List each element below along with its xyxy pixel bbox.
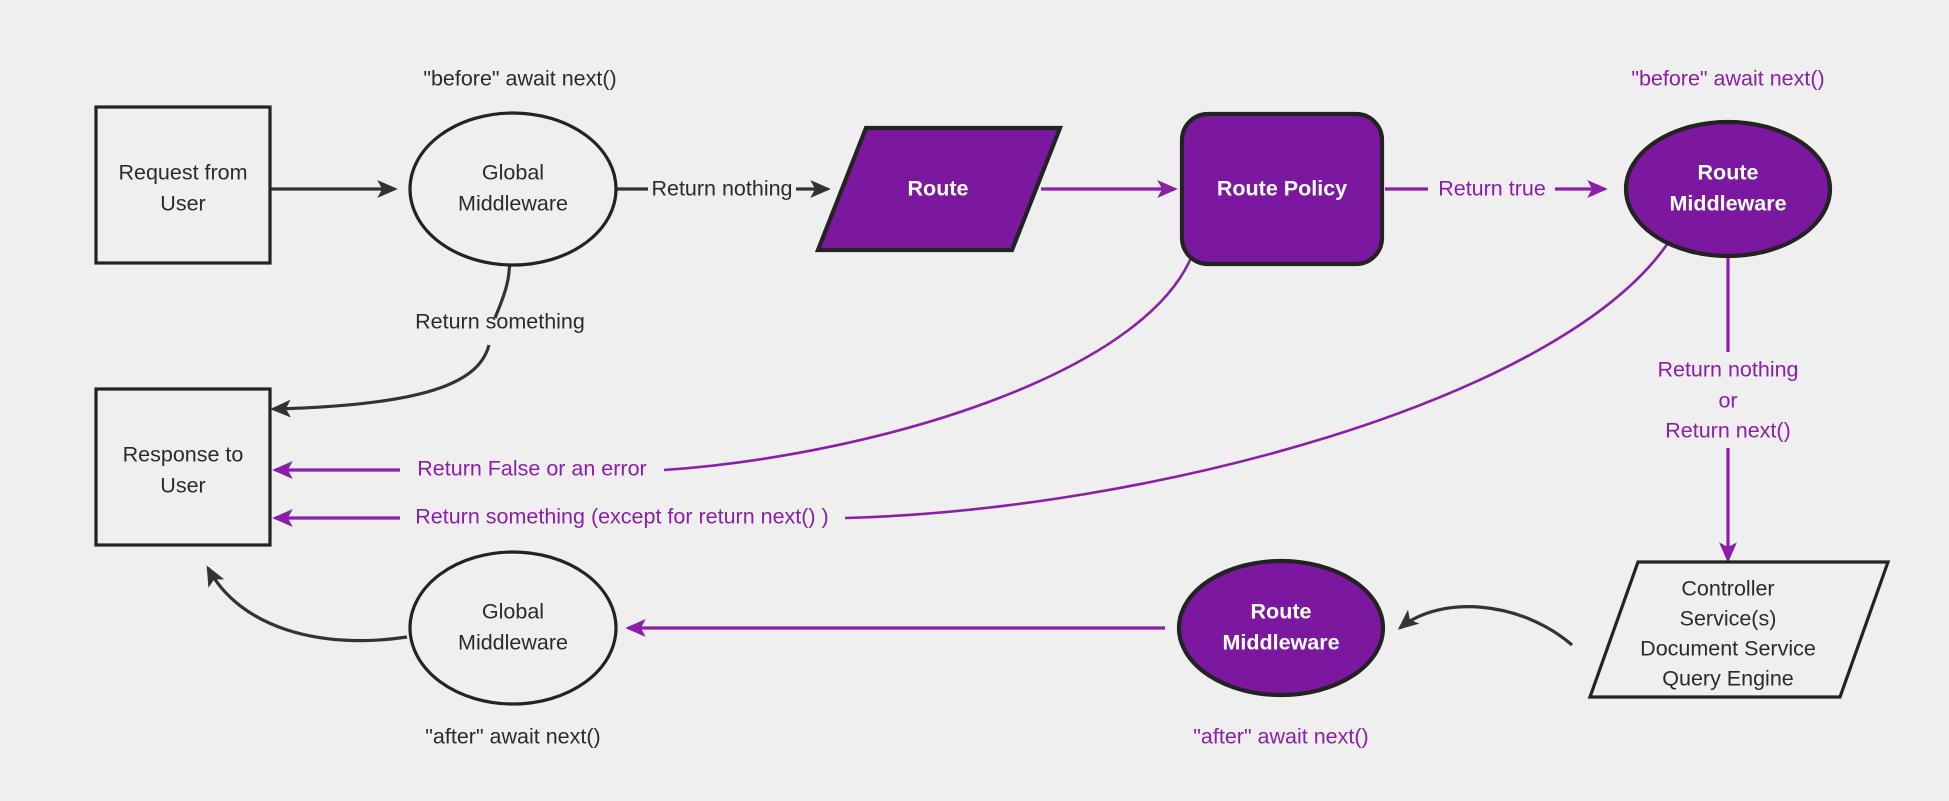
node-global-middleware-bottom-line1: Global <box>482 600 544 624</box>
node-controller-line4: Query Engine <box>1662 667 1793 691</box>
edge-label-return-nothing-or-next-line3: Return next() <box>1665 419 1790 443</box>
node-controller-line3: Document Service <box>1640 637 1816 661</box>
edge-label-return-nothing-or-next-line2: or <box>1718 389 1737 413</box>
node-route-middleware-bottom-line2: Middleware <box>1222 631 1339 655</box>
edge-global-middleware-return-something-lower <box>270 344 491 418</box>
edge-label-return-true: Return true <box>1438 177 1546 201</box>
node-route-policy-label: Route Policy <box>1217 177 1347 201</box>
node-global-middleware-bottom-line2: Middleware <box>458 631 568 655</box>
label-backdrop-return-false <box>400 456 664 484</box>
node-route-middleware-bottom-line1: Route <box>1251 600 1312 624</box>
label-backdrop-return-something-except <box>400 504 845 532</box>
annotation-after-route-middleware: "after" await next() <box>1193 725 1368 749</box>
node-route-policy[interactable]: Route Policy <box>1179 111 1385 267</box>
node-route-middleware-bottom[interactable]: Route Middleware <box>1176 558 1386 698</box>
annotation-before-route-middleware: "before" await next() <box>1631 67 1824 91</box>
edge-global-middleware-bottom-to-response <box>206 565 408 643</box>
edge-label-return-false-or-error: Return False or an error <box>417 457 646 481</box>
node-global-middleware-top[interactable]: Global Middleware <box>408 111 618 267</box>
edge-controller-to-route-middleware-bottom <box>1397 605 1574 647</box>
node-request-from-user[interactable]: Request from User <box>94 105 272 265</box>
node-route-middleware-top-line1: Route <box>1698 161 1759 185</box>
node-request-line1: Request from <box>118 161 247 185</box>
edge-route-middleware-to-response-curve <box>844 242 1670 520</box>
node-route[interactable]: Route <box>814 125 1064 253</box>
node-response-line2: User <box>160 474 205 498</box>
edge-label-return-something: Return something <box>415 310 585 334</box>
node-global-middleware-bottom[interactable]: Global Middleware <box>408 550 618 706</box>
node-global-middleware-top-line2: Middleware <box>458 192 568 216</box>
node-request-line2: User <box>160 192 205 216</box>
node-route-middleware-top-line2: Middleware <box>1669 192 1786 216</box>
edge-route-policy-to-response-curve <box>663 243 1198 472</box>
node-controller-line2: Service(s) <box>1680 607 1777 631</box>
annotation-before-global-middleware: "before" await next() <box>423 67 616 91</box>
node-controller-line1: Controller <box>1681 577 1774 601</box>
node-route-middleware-top[interactable]: Route Middleware <box>1623 119 1833 259</box>
node-response-line1: Response to <box>123 443 244 467</box>
node-global-middleware-top-line1: Global <box>482 161 544 185</box>
edge-label-return-something-except: Return something (except for return next… <box>415 505 828 529</box>
edge-label-return-nothing: Return nothing <box>651 177 792 201</box>
annotation-after-global-middleware: "after" await next() <box>425 725 600 749</box>
node-route-label: Route <box>908 177 969 201</box>
node-response-to-user[interactable]: Response to User <box>94 387 272 547</box>
node-controller-services[interactable]: Controller Service(s) Document Service Q… <box>1587 560 1891 699</box>
edge-label-return-nothing-or-next-line1: Return nothing <box>1657 358 1798 382</box>
